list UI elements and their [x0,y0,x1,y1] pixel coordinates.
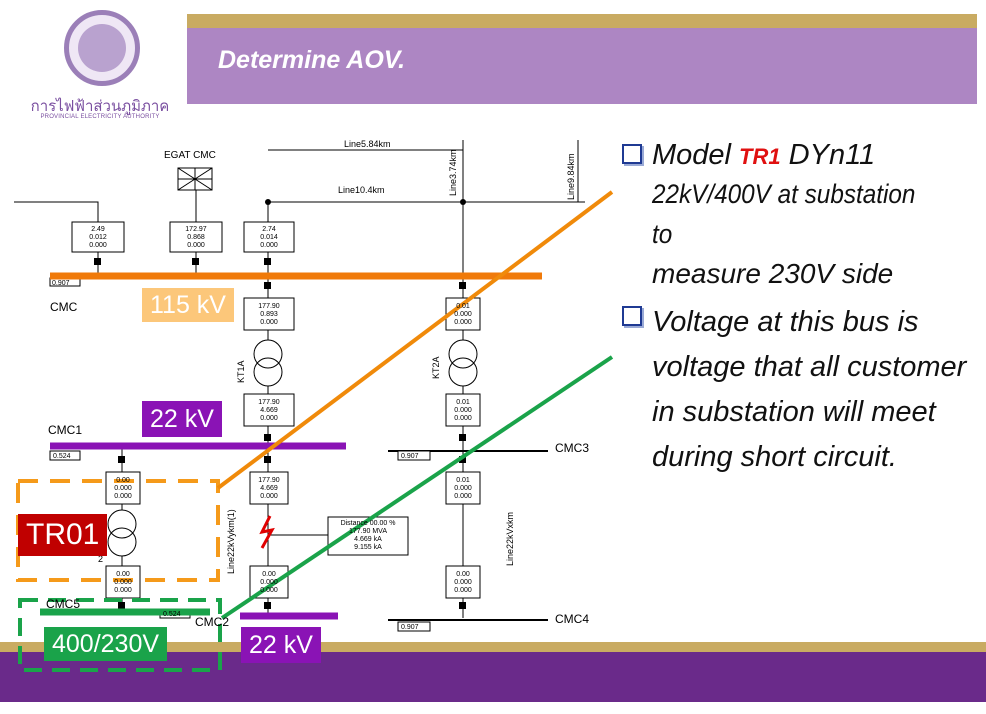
svg-text:0.00: 0.00 [116,477,130,484]
bullet-model: Model TR1 DYn11 22kV/400V at substation … [620,138,970,294]
checkbox-bullet-icon [622,144,642,164]
checkbox-bullet-icon [622,306,642,326]
kt2a-transformer [448,339,478,369]
pea-logo-emblem [78,24,126,72]
bullet-voltage-text: Voltage at this bus is voltage that all … [652,306,967,473]
svg-text:0.000: 0.000 [114,587,132,594]
logo-thai-name: การไฟฟ้าส่วนภูมิภาค [30,97,170,115]
bullet-voltage: Voltage at this bus is voltage that all … [620,300,970,480]
value-bus-cmc2: 0.524 [163,611,181,618]
header-gold-stripe [187,14,977,28]
footer-gold-stripe [0,642,986,652]
svg-text:0.000: 0.000 [454,587,472,594]
green-pointer [220,355,614,620]
label-bus-cmc3: CMC3 [555,441,589,455]
label-bus-cmc1: CMC1 [48,423,82,437]
tr01-transformer [107,509,137,539]
svg-text:0.01: 0.01 [456,477,470,484]
bullet-model-prefix: Model [652,139,740,171]
fault-icon [259,515,275,549]
svg-text:0.000: 0.000 [260,242,278,249]
svg-text:0.000: 0.000 [454,493,472,500]
logo-english-name: PROVINCIAL ELECTRICITY AUTHORITY [40,114,160,120]
svg-text:177.90: 177.90 [258,477,280,484]
svg-text:177.90: 177.90 [258,399,280,406]
label-line-3-74km: Line3.74km [448,149,458,196]
value-bus-cmc3: 0.907 [401,453,419,460]
tag-22kv-top: 22 kV [142,401,222,437]
bullet-model-line2: 22kV/400V at substation to [652,179,916,249]
svg-text:9.155 kA: 9.155 kA [354,544,382,551]
bullet-model-tr1: TR1 [739,144,781,169]
svg-text:0.01: 0.01 [456,303,470,310]
svg-text:2.49: 2.49 [91,226,105,233]
value-bus-cmc1: 0.524 [53,453,71,460]
svg-text:0.000: 0.000 [454,415,472,422]
svg-text:0.01: 0.01 [456,399,470,406]
value-bus-cmc: 0.907 [52,280,70,287]
label-bus-cmc2: CMC2 [195,615,229,629]
svg-text:177.90 MVA: 177.90 MVA [349,528,387,535]
svg-text:172.97: 172.97 [185,226,207,233]
label-egat: EGAT CMC [164,150,216,161]
svg-text:0.868: 0.868 [187,234,205,241]
tag-400-230v: 400/230V [44,627,168,661]
svg-text:0.000: 0.000 [89,242,107,249]
svg-text:0.000: 0.000 [454,485,472,492]
bullet-model-suffix: DYn11 [780,139,876,171]
svg-text:0.000: 0.000 [454,319,472,326]
label-bus-cmc: CMC [50,300,78,314]
label-line-10-4km: Line10.4km [338,185,385,195]
label-bus-cmc4: CMC4 [555,612,589,626]
label-line-5-84km: Line5.84km [344,139,391,149]
svg-text:0.000: 0.000 [260,587,278,594]
bullet-model-line3: measure 230V side [652,258,894,289]
svg-text:177.90: 177.90 [258,303,280,310]
incoming-line [14,201,99,222]
header-bar [187,28,977,104]
svg-text:0.00: 0.00 [116,571,130,578]
svg-text:0.000: 0.000 [454,311,472,318]
label-line22-right: Line22kVxkm [505,512,515,566]
svg-text:0.012: 0.012 [89,234,107,241]
svg-text:0.000: 0.000 [114,579,132,586]
svg-text:0.000: 0.000 [454,407,472,414]
svg-text:0.000: 0.000 [114,485,132,492]
slide-title: Determine AOV. [218,46,406,74]
svg-text:0.00: 0.00 [262,571,276,578]
value-bus-cmc4: 0.907 [401,624,419,631]
tag-115kv: 115 kV [142,288,234,322]
orange-pointer [216,190,614,490]
lv-bus-highlight [18,598,222,672]
svg-text:Distance 00.00 %: Distance 00.00 % [341,520,396,527]
svg-text:0.000: 0.000 [454,579,472,586]
svg-text:0.893: 0.893 [260,311,278,318]
label-line-9-84km: Line9.84km [566,153,576,200]
label-bus-cmc5: CMC5 [46,597,80,611]
tag-22kv-bottom: 22 kV [241,627,321,663]
svg-text:2.74: 2.74 [262,226,276,233]
svg-text:0.000: 0.000 [260,319,278,326]
label-tr-winding: 2 [98,554,103,564]
svg-text:0.000: 0.000 [260,493,278,500]
svg-text:0.000: 0.000 [260,579,278,586]
label-line22-left: Line22kVykm(1) [226,509,236,574]
tag-tr01: TR01 [18,514,108,556]
svg-text:4.669: 4.669 [260,407,278,414]
svg-text:0.00: 0.00 [456,571,470,578]
kt1a-transformer [253,339,283,369]
svg-text:0.000: 0.000 [260,415,278,422]
label-kt1a: KT1A [236,360,246,383]
label-kt2a: KT2A [431,356,441,379]
svg-text:0.014: 0.014 [260,234,278,241]
pea-logo [64,10,140,86]
svg-text:4.669 kA: 4.669 kA [354,536,382,543]
svg-text:0.000: 0.000 [114,493,132,500]
bullet-list: Model TR1 DYn11 22kV/400V at substation … [620,138,970,480]
svg-text:4.669: 4.669 [260,485,278,492]
svg-text:0.000: 0.000 [187,242,205,249]
